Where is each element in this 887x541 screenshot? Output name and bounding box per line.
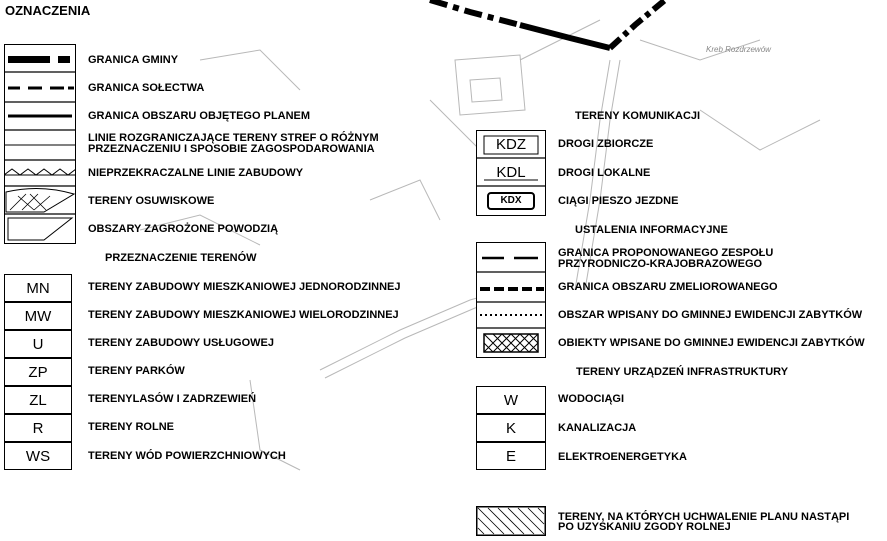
heritage-object-icon xyxy=(483,333,539,353)
info-label: GRANICA OBSZARU ZMELIOROWANEGO xyxy=(558,281,778,293)
zoning-header: PRZEZNACZENIE TERENÓW xyxy=(105,252,257,264)
infra-label: WODOCIĄGI xyxy=(558,393,624,405)
info-label: GRANICA PROPONOWANEGO ZESPOŁU PRZYRODNIC… xyxy=(558,247,774,270)
transport-code: KDL xyxy=(496,164,526,181)
legend-label: LINIE ROZGRANICZAJĄCE TERENY STREF O RÓŻ… xyxy=(88,132,379,155)
zoning-code: R xyxy=(32,419,44,437)
zoning-code: MW xyxy=(24,307,52,325)
building-line-icon xyxy=(4,168,76,176)
transport-code: KDX xyxy=(500,195,522,206)
municipal-border-icon xyxy=(8,56,70,63)
map-parcel-line xyxy=(369,179,441,221)
map-parcel-line xyxy=(199,49,301,91)
transport-code: KDZ xyxy=(496,136,526,153)
map-parcel xyxy=(454,54,526,116)
zoning-code-box: ZL xyxy=(4,386,72,414)
infra-label: KANALIZACJA xyxy=(558,422,637,434)
map-building xyxy=(469,77,503,103)
transport-symbols xyxy=(476,135,546,210)
map-parcel-line xyxy=(639,39,761,61)
zoning-code: MN xyxy=(26,279,50,297)
zoning-label: TERENY ZABUDOWY MIESZKANIOWEJ WIELORODZI… xyxy=(88,309,399,321)
infra-code-box: K xyxy=(476,414,546,442)
map-road-edge xyxy=(519,19,601,61)
infra-code-box: W xyxy=(476,386,546,414)
flood-icon xyxy=(7,217,74,241)
info-label: OBSZAR WPISANY DO GMINNEJ EWIDENCJI ZABY… xyxy=(558,309,863,321)
map-parcel-line xyxy=(699,109,821,151)
transport-label: DROGI ZBIORCZE xyxy=(558,138,654,150)
zoning-code-box: ZP xyxy=(4,358,72,386)
zoning-code-box: R xyxy=(4,414,72,442)
transport-label: CIĄGI PIESZO JEZDNE xyxy=(558,195,679,207)
transport-header: TERENY KOMUNIKACJI xyxy=(575,110,701,122)
kdx-road-icon xyxy=(487,192,535,210)
zoning-code: ZL xyxy=(29,391,47,409)
infra-code-box: E xyxy=(476,442,546,470)
zoning-label: TERENY ZABUDOWY USŁUGOWEJ xyxy=(88,337,274,349)
legend-label: NIEPRZEKRACZALNE LINIE ZABUDOWY xyxy=(88,167,304,179)
infra-header: TERENY URZĄDZEŃ INFRASTRUKTURY xyxy=(576,366,789,378)
zoning-label: TERENY PARKÓW xyxy=(88,365,185,377)
transport-label: DROGI LOKALNE xyxy=(558,167,651,179)
info-header: USTALENIA INFORMACYJNE xyxy=(575,224,728,236)
zoning-code-box: MW xyxy=(4,302,72,330)
zoning-code: ZP xyxy=(28,363,48,381)
zoning-code: WS xyxy=(25,447,51,465)
infra-code: E xyxy=(505,447,516,465)
zoning-code-box: WS xyxy=(4,442,72,470)
map-municipal-border xyxy=(607,0,667,51)
zoning-code-box: MN xyxy=(4,274,72,302)
zoning-label: TERENY ZABUDOWY MIESZKANIOWEJ JEDNORODZI… xyxy=(88,281,401,293)
map-municipal-border xyxy=(429,0,521,28)
infra-label: ELEKTROENERGETYKA xyxy=(558,451,687,463)
map-road-label: Kreb Rozdrzewów xyxy=(706,45,772,54)
landslide-icon xyxy=(5,187,76,213)
infra-code: W xyxy=(503,391,519,409)
legend-label: TERENY OSUWISKOWE xyxy=(88,195,215,207)
zoning-code: U xyxy=(32,335,44,353)
legend-label: GRANICA SOŁECTWA xyxy=(88,82,205,94)
legend-label: GRANICA OBSZARU OBJĘTEGO PLANEM xyxy=(88,110,311,122)
line-symbols xyxy=(4,56,76,241)
zoning-label: TERENY WÓD POWIERZCHNIOWYCH xyxy=(88,450,286,462)
map-municipal-border xyxy=(519,22,611,51)
agricultural-consent-label: TERENY, NA KTÓRYCH UCHWALENIE PLANU NAST… xyxy=(558,511,850,533)
zoning-label: TERENY ROLNE xyxy=(88,421,174,433)
info-symbols xyxy=(476,256,546,353)
info-label: OBIEKTY WPISANE DO GMINNEJ EWIDENCJI ZAB… xyxy=(558,337,865,349)
agricultural-consent-icon xyxy=(476,506,546,536)
legend-label: GRANICA GMINY xyxy=(88,54,179,66)
infra-code: K xyxy=(505,419,516,437)
kdz-road-icon xyxy=(483,135,539,155)
legend-label: OBSZARY ZAGROŻONE POWODZIĄ xyxy=(88,223,279,235)
zoning-code-box: U xyxy=(4,330,72,358)
zoning-label: TERENYLASÓW I ZADRZEWIEŃ xyxy=(88,393,257,405)
legend-title: OZNACZENIA xyxy=(5,3,91,18)
line-symbols-frame xyxy=(4,44,76,244)
